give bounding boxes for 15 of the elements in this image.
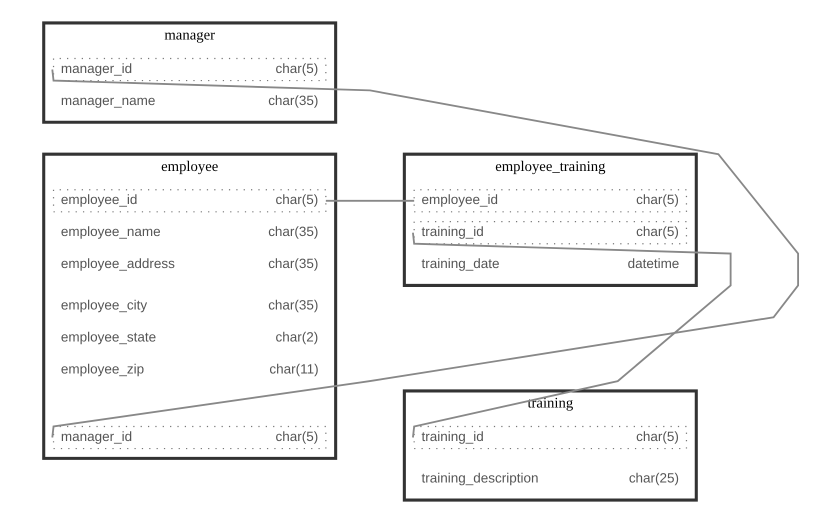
node-box: training_id char(5): [414, 221, 688, 244]
node-box: training_id char(5): [414, 426, 688, 450]
node-box: employee_id char(5): [52, 189, 326, 212]
node-text: manager_name char(35): [60, 92, 318, 108]
node-text: employee_city char(35): [60, 298, 318, 313]
node-box: employee_id char(5): [414, 189, 688, 212]
node-text: employee_zip char(11): [60, 361, 319, 376]
node-box: manager_id char(5): [52, 426, 326, 450]
node-box: manager_id char(5): [52, 58, 326, 82]
node-text: employee_address char(35): [60, 256, 318, 271]
node-text: training_date datetime: [422, 256, 680, 271]
node-text: employee_name char(35): [60, 224, 318, 240]
node-text: employee_state char(2): [60, 330, 318, 345]
node-text: training_description char(25): [422, 470, 680, 486]
connector: [326, 200, 414, 202]
